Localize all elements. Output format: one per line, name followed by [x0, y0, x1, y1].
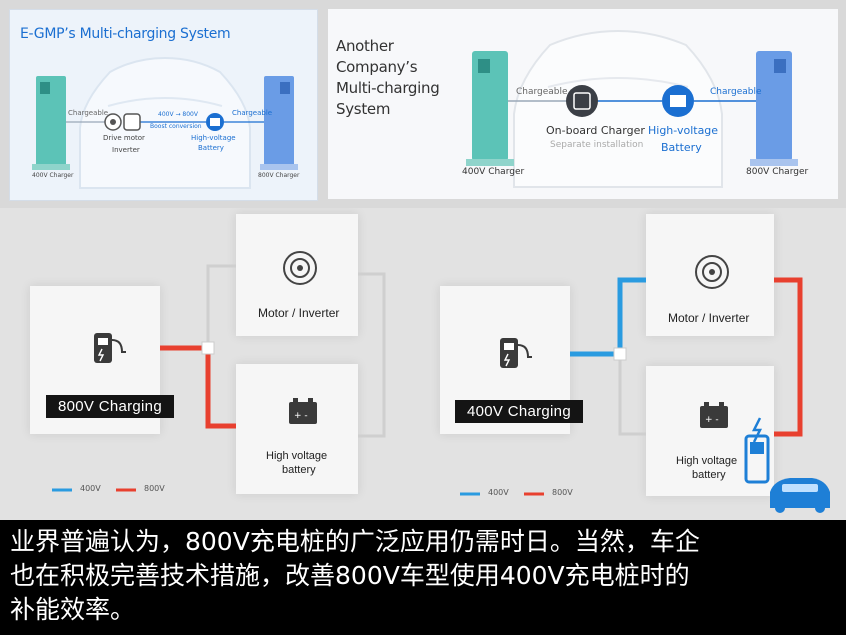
- right-charging-label: 400V Charging: [455, 400, 583, 423]
- egmp-panel: E-GMP’s Multi-charging System Chargeable…: [9, 9, 318, 201]
- other-title-line1: Another: [336, 37, 394, 55]
- left-flow-lines: [160, 264, 386, 438]
- egmp-hv-line1: High-voltage: [191, 134, 236, 142]
- car-outline-icon: [79, 56, 251, 189]
- car-outline-icon: [513, 29, 723, 188]
- charging-flow-graphics: + - + -: [52, 251, 830, 513]
- other-title-line2: Company’s: [336, 58, 418, 76]
- charger-icon: [500, 338, 532, 368]
- motor-icon: [283, 251, 317, 285]
- right-legend-800v: 800V: [552, 488, 573, 497]
- other-chargeable-right: Chargeable: [710, 87, 762, 97]
- other-hv-line1: High-voltage: [648, 124, 719, 137]
- other-chargeable-left: Chargeable: [516, 87, 568, 97]
- onboard-charger-icon: [566, 85, 598, 117]
- car-icon: [770, 478, 830, 513]
- other-charger-400: 400V Charger: [462, 167, 525, 177]
- svg-text:+ -: + -: [705, 415, 719, 425]
- other-separate-installation: Separate installation: [550, 140, 644, 150]
- egmp-boost-line1: 400V → 800V: [158, 111, 198, 118]
- left-battery-line1: High voltage: [266, 450, 328, 462]
- charger-800v-icon: [260, 76, 298, 170]
- right-battery-line2: battery: [692, 469, 726, 481]
- left-motor-card: [236, 214, 358, 336]
- charger-icon: [94, 333, 126, 363]
- egmp-hv-line2: Battery: [198, 144, 224, 152]
- left-battery-card: [236, 364, 358, 494]
- charger-400v-icon: [32, 76, 70, 170]
- ev-station-icon: [744, 417, 770, 484]
- charger-800v-icon: [750, 51, 798, 166]
- egmp-chargeable-right: Chargeable: [232, 109, 273, 117]
- right-flow-lines: [570, 277, 803, 437]
- left-charging-label: 800V Charging: [46, 395, 174, 418]
- right-motor-label: Motor / Inverter: [668, 311, 750, 325]
- motor-icon: [695, 255, 729, 289]
- right-legend-400v: 400V: [488, 488, 509, 497]
- battery-icon: + -: [700, 402, 728, 428]
- right-motor-card: [646, 214, 774, 336]
- other-onboard-charger: On-board Charger: [546, 124, 645, 137]
- egmp-diagram-graphics: [32, 56, 298, 189]
- egmp-chargeable-left: Chargeable: [68, 109, 109, 117]
- egmp-title: E-GMP’s Multi-charging System: [20, 26, 231, 42]
- egmp-charger-400: 400V Charger: [32, 172, 74, 179]
- battery-icon: + -: [289, 398, 317, 424]
- left-motor-label: Motor / Inverter: [258, 306, 340, 320]
- caption-line-1: 业界普遍认为，800V充电桩的广泛应用仍需时日。当然，车企: [10, 527, 700, 556]
- caption-bar: 业界普遍认为，800V充电桩的广泛应用仍需时日。当然，车企 也在积极完善技术措施…: [0, 520, 846, 635]
- other-title-line3: Multi-charging: [336, 79, 440, 97]
- right-battery-line1: High voltage: [676, 455, 738, 467]
- charging-diagrams-panel: + - + - 800V Charging 400V Charging Moto…: [0, 208, 846, 520]
- other-hv-line2: Battery: [661, 141, 702, 154]
- caption-line-3: 补能效率。: [10, 595, 136, 624]
- other-charger-800: 800V Charger: [746, 167, 809, 177]
- inverter-icon: [123, 113, 141, 131]
- left-battery-line2: battery: [282, 464, 316, 476]
- left-legend-400v: 400V: [80, 484, 101, 493]
- egmp-inverter: Inverter: [112, 146, 140, 154]
- charger-400v-icon: [466, 51, 514, 166]
- other-title-line4: System: [336, 100, 391, 118]
- svg-text:+ -: + -: [294, 411, 308, 421]
- egmp-boost-line2: Boost conversion: [150, 123, 202, 130]
- other-diagram-graphics: [466, 29, 798, 188]
- other-company-panel: Another Company’s Multi-charging System …: [328, 9, 838, 199]
- egmp-charger-800: 800V Charger: [258, 172, 300, 179]
- egmp-drive-motor: Drive motor: [103, 134, 145, 142]
- left-legend-800v: 800V: [144, 484, 165, 493]
- caption-line-2: 也在积极完善技术措施，改善800V车型使用400V充电桩时的: [10, 561, 690, 590]
